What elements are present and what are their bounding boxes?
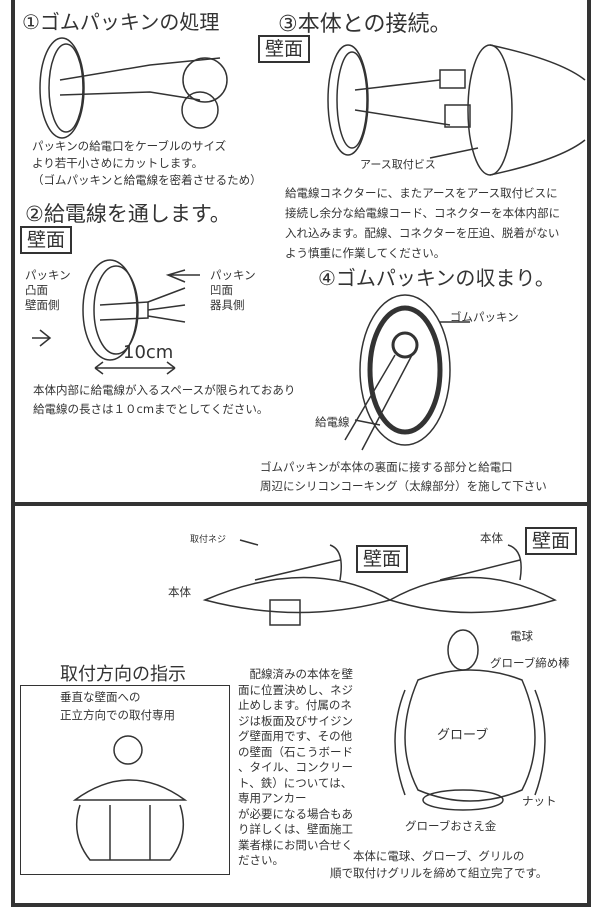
text-line: ださい。 [238, 853, 284, 867]
text-line: 給電線コネクターに、またアースをアース取付ビスに [285, 186, 558, 200]
packing-concave-label: パッキン 凹面 器具側 [210, 268, 256, 313]
bulb-label: 電球 [510, 629, 533, 643]
cable-length-label: 10cm [123, 342, 174, 363]
text-line: の壁面（石こうボード [238, 744, 353, 759]
text-line: 凹面 [210, 283, 233, 297]
text-line: より若干小さめにカットします。 [32, 156, 204, 170]
step4-text: ゴムパッキンが本体の裏面に接する部分と給電口 周辺にシリコンコーキング（太線部分… [260, 458, 547, 496]
text-line: 、タイル、コンクリー [238, 760, 353, 774]
packing-placement-illustration [344, 294, 470, 451]
body-label-right: 本体 [480, 531, 503, 545]
text-line: パッキン [210, 268, 256, 282]
wall-label-left: 壁面 [356, 545, 409, 573]
globe-holder-label: グローブおさえ金 [405, 819, 497, 833]
text-line: グ壁面用です、その他 [238, 729, 353, 743]
text-line: 配線済みの本体を壁 [238, 667, 353, 681]
nut-label: ナット [522, 794, 557, 808]
text-line: ジは板面及びサイジン [238, 713, 353, 728]
text-line: り詳しくは、壁面施工 [238, 822, 353, 836]
text-line: 給電線の長さは１０cmまでとしてください。 [33, 402, 269, 416]
packing-label: ゴムパッキン [450, 310, 519, 324]
text-line: 壁面側 [25, 298, 60, 312]
text-line: 本体内部に給電線が入るスペースが限られておあり [33, 383, 296, 397]
text-line: （ゴムパッキンと給電線を密着させるため） [32, 173, 262, 187]
final-assembly-text: 本体に電球、グローブ、グリルの 順で取付けグリルを締めて組立完了です。 [330, 848, 547, 882]
text-line: が必要になる場合もあ [238, 806, 353, 821]
direction-title: 取付方向の指示 [60, 664, 186, 685]
connection-illustration [327, 44, 586, 176]
text-line: 入れ込みます。配線、コネクターを圧迫、脱着がない [285, 226, 560, 240]
text-line: 凸面 [25, 283, 48, 297]
wall-label-right: 壁面 [525, 527, 578, 555]
text-line: 器具側 [210, 298, 245, 312]
text-line: 周辺にシリコンコーキング（太線部分）を施して下さい [260, 479, 547, 493]
direction-text: 垂直な壁面への 正立方向での取付専用 [60, 688, 175, 724]
cable-through-packing-illustration [32, 259, 200, 375]
text-line: 本体に電球、グローブ、グリルの [352, 849, 525, 863]
text-line: 止めします。付属のネ [238, 698, 352, 712]
text-line: よう慎重に作業してください。 [285, 246, 446, 260]
text-line: 垂直な壁面への [60, 690, 141, 704]
earth-screw-label: アース取付ビス [360, 158, 436, 171]
step3-text: 給電線コネクターに、またアースをアース取付ビスに 接続し余分な給電線コード、コネ… [285, 183, 560, 263]
scissors-cutting-packing-illustration [39, 37, 228, 139]
text-line: 正立方向での取付専用 [60, 708, 175, 722]
screw-label: 取付ネジ [190, 535, 227, 545]
step2-title: ②給電線を通します。 [25, 202, 231, 226]
globe-rod-label: グローブ締め棒 [490, 656, 570, 670]
step2-wall-label: 壁面 [20, 226, 73, 254]
lamp-body-right-illustration [388, 544, 557, 811]
mounting-instructions: 配線済みの本体を壁 面に位置決めし、ネジ 止めします。付属のネ ジは板面及びサイ… [238, 667, 353, 869]
text-line: ゴムパッキンが本体の裏面に接する部分と給電口 [260, 460, 513, 474]
packing-convex-label: パッキン 凸面 壁面側 [25, 268, 71, 313]
body-label-left: 本体 [168, 585, 191, 599]
step4-title: ④ゴムパッキンの収まり。 [318, 266, 555, 290]
globe-label: グローブ [437, 728, 489, 743]
step1-title: ①ゴムパッキンの処理 [22, 10, 220, 34]
direction-box [20, 685, 230, 875]
text-line: 接続し余分な給電線コード、コネクターを本体内部に [285, 206, 561, 220]
cable-label: 給電線 [315, 415, 350, 429]
text-line: パッキンの給電口をケーブルのサイズ [32, 139, 227, 153]
text-line: 専用アンカー [238, 791, 307, 805]
text-line: パッキン [25, 268, 71, 282]
step3-wall-label: 壁面 [258, 35, 311, 63]
step2-text: 本体内部に給電線が入るスペースが限られておあり 給電線の長さは１０cmまでとして… [33, 381, 295, 419]
step3-title: ③本体との接続。 [278, 12, 452, 37]
text-line: ト、鉄）については、 [238, 775, 353, 790]
mounted-lamp-illustration [72, 735, 188, 861]
text-line: 順で取付けグリルを締めて組立完了です。 [330, 866, 548, 880]
text-line: 業者様にお問い合せく [238, 837, 353, 852]
step1-text: パッキンの給電口をケーブルのサイズ より若干小さめにカットします。 （ゴムパッキ… [32, 138, 262, 189]
text-line: 面に位置決めし、ネジ [238, 682, 353, 697]
